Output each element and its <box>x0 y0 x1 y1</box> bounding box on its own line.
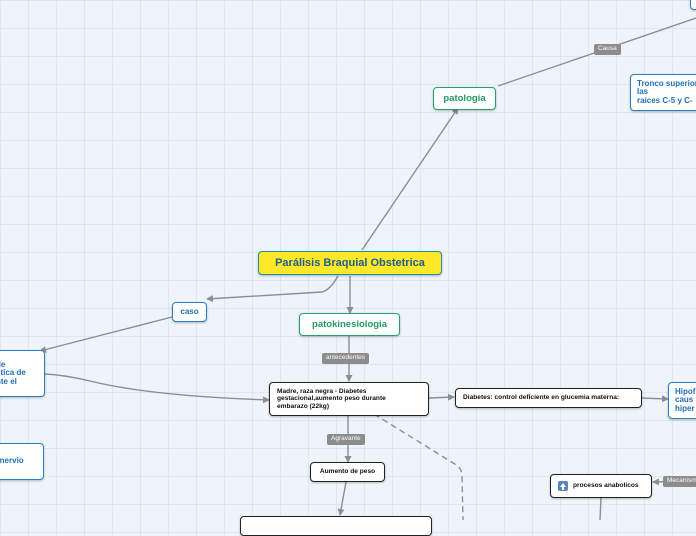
topic-patologia[interactable]: patología <box>433 87 496 110</box>
topic-procesos-anabolicos-text: procesos anabolicos <box>573 482 639 490</box>
edge-root-patologia <box>361 107 459 251</box>
topic-patokinesiologia-text: patokinesiologia <box>312 319 387 330</box>
topic-tronco-superior[interactable]: Tronco superior las raices C-5 y C- <box>630 74 696 111</box>
topic-patokinesiologia[interactable]: patokinesiologia <box>299 313 400 336</box>
edge-label-causa[interactable]: Causa <box>594 44 621 55</box>
topic-left-case-detail-text: de ética de nte el <box>0 359 26 386</box>
topic-patologia-text: patología <box>443 93 486 104</box>
topic-procesos-anabolicos[interactable]: procesos anabolicos <box>550 474 652 498</box>
topic-left-case-detail[interactable]: de ética de nte el <box>0 350 45 397</box>
topic-caso-text: caso <box>180 306 199 316</box>
topic-madre[interactable]: Madre, raza negra - Diabetes gestacional… <box>269 382 429 416</box>
topic-tronco-superior-text: Tronco superior las raices C-5 y C- <box>637 78 696 105</box>
edge-procesos-down <box>599 497 602 520</box>
topic-hipo-text: Hipof caus hiper <box>675 386 696 413</box>
root-topic-text: Parálisis Braquial Obstetrica <box>275 257 425 269</box>
topic-top-right-partial[interactable] <box>690 0 696 10</box>
edge-label-antecedentes[interactable]: antecedentes <box>322 353 370 364</box>
edge-dashed-relation <box>373 413 464 520</box>
topic-left-nervio[interactable]: (nervio <box>0 443 44 480</box>
topic-caso[interactable]: caso <box>172 302 207 322</box>
edge-aumento-lower <box>337 481 347 516</box>
topic-diabetes-text: Diabetes: control deficiente en glucemia… <box>463 394 620 402</box>
topic-bottom-partial[interactable] <box>240 516 432 536</box>
edge-caso-left <box>39 316 173 353</box>
edge-left-madre <box>44 373 270 404</box>
arrow-up-icon <box>558 481 568 491</box>
topic-aumento-peso[interactable]: Aumento de peso <box>310 462 385 482</box>
root-topic-node[interactable]: Parálisis Braquial Obstetrica <box>258 251 442 275</box>
topic-left-nervio-text: (nervio <box>0 456 24 466</box>
topic-madre-text: Madre, raza negra - Diabetes gestacional… <box>277 387 386 410</box>
edge-diabetes-hipo <box>640 395 669 403</box>
edge-madre-diabetes <box>428 393 455 401</box>
edge-root-caso <box>206 275 339 303</box>
edge-label-agravante[interactable]: Agravante <box>327 434 365 445</box>
topic-diabetes[interactable]: Diabetes: control deficiente en glucemia… <box>455 388 642 408</box>
topic-aumento-peso-text: Aumento de peso <box>319 468 376 476</box>
topic-hipo[interactable]: Hipof caus hiper <box>668 382 696 419</box>
edge-label-mecanismo[interactable]: Mecanism <box>663 476 696 487</box>
